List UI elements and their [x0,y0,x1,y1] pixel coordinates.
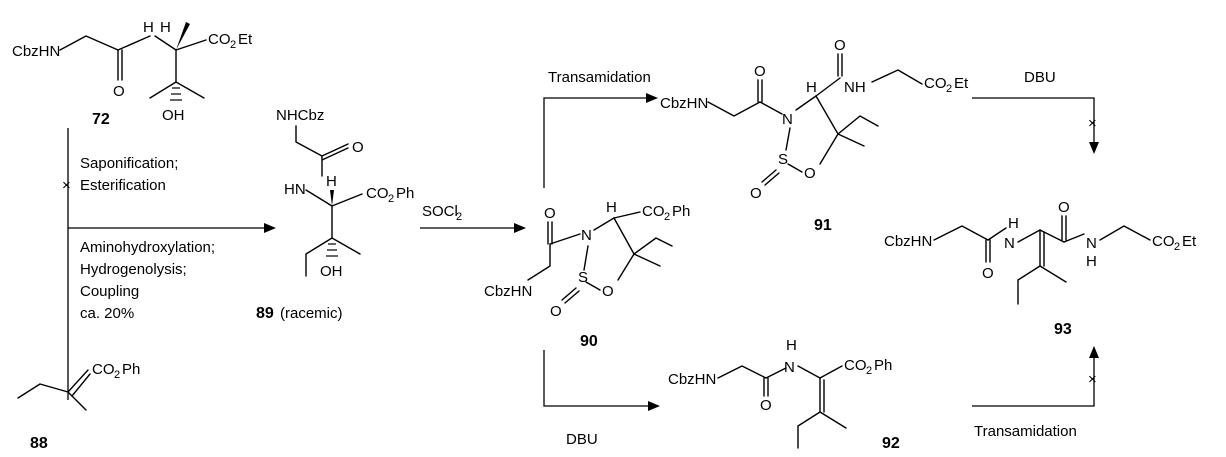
reagent-socl: SOCl [422,203,458,220]
subscript-2: 2 [230,39,236,51]
atom-h: H [806,79,817,96]
atom-cbzhn: CbzHN [668,371,716,388]
atom-h: H [786,337,797,354]
atom-ph: Ph [874,357,892,374]
condition-hydrogenolysis: Hydrogenolysis; [80,261,187,278]
atom-et: Et [1182,233,1197,250]
atom-o: O [352,139,364,156]
condition-coupling: Coupling [80,283,139,300]
atom-o: O [754,63,766,80]
atom-o: O [602,283,614,300]
atom-cbzhn: CbzHN [484,283,532,300]
compound-90: O CbzHN N H CO 2 Ph O S O 90 [484,199,690,350]
atom-cbzhn: CbzHN [660,95,708,112]
atom-co2: CO [844,357,867,374]
compound-88: CO 2 Ph 88 [17,361,140,452]
atom-et: Et [238,31,253,48]
atom-co2: CO [642,203,665,220]
atom-o: O [750,185,762,202]
atom-h: H [160,19,171,36]
reagent-socl-subscript: 2 [456,211,462,223]
compound-label-72: 72 [92,111,110,128]
subscript-2: 2 [946,83,952,95]
atom-oh: OH [162,107,185,124]
atom-co2: CO [924,75,947,92]
atom-o: O [550,303,562,320]
atom-o: O [804,165,816,182]
compound-label-93: 93 [1054,321,1072,338]
atom-n: N [1004,235,1015,252]
atom-o: O [760,397,772,414]
atom-nhcbz: NHCbz [276,107,324,124]
condition-dbu-top: DBU [1024,69,1056,86]
atom-n: N [1086,235,1097,252]
atom-co2: CO [366,185,389,202]
atom-o: O [1058,199,1070,216]
atom-o: O [982,265,994,282]
atom-ph: Ph [396,185,414,202]
atom-h: H [143,19,154,36]
condition-aminohydroxylation: Aminohydroxylation; [80,239,215,256]
atom-hn: HN [284,181,306,198]
condition-saponification: Saponification; [80,155,178,172]
compound-72: CbzHN O H H CO 2 Et OH 72 [12,19,253,128]
condition-transamidation-top: Transamidation [548,69,651,86]
condition-dbu-bottom: DBU [566,431,598,448]
blocked-mark: × [62,177,71,194]
compound-92: CbzHN O H N CO 2 Ph 92 [668,337,900,452]
atom-co2: CO [208,31,231,48]
subscript-2: 2 [1174,241,1180,253]
atom-s: S [578,269,588,286]
atom-h: H [606,199,617,216]
racemic-note: (racemic) [280,305,343,322]
compound-89: NHCbz O HN H CO 2 Ph OH 89 (racemic) [256,107,414,322]
atom-n: N [782,111,793,128]
atom-h: H [326,173,337,190]
atom-s: S [778,151,788,168]
compound-label-92: 92 [882,435,900,452]
blocked-mark: × [1088,115,1097,132]
atom-h: H [1086,253,1097,270]
blocked-mark: × [1088,371,1097,388]
atom-o: O [113,83,125,100]
compound-label-90: 90 [580,333,598,350]
subscript-2: 2 [866,365,872,377]
subscript-2: 2 [664,211,670,223]
compound-label-91: 91 [814,217,832,234]
subscript-2: 2 [388,193,394,205]
compound-93: CbzHN O H N O N H CO 2 Et 93 [884,199,1197,338]
atom-h: H [1008,215,1019,232]
atom-co2: CO [92,361,115,378]
atom-ph: Ph [672,203,690,220]
atom-cbzhn: CbzHN [12,43,60,60]
condition-yield: ca. 20% [80,305,134,322]
atom-o: O [834,37,846,54]
atom-o: O [544,205,556,222]
subscript-2: 2 [114,369,120,381]
atom-ph: Ph [122,361,140,378]
atom-cbzhn: CbzHN [884,233,932,250]
atom-oh: OH [320,263,343,280]
condition-esterification: Esterification [80,177,166,194]
compound-91: CbzHN O N H O NH CO 2 Et O S O 91 [660,37,969,234]
condition-transamidation-bottom: Transamidation [974,423,1077,440]
atom-et: Et [954,75,969,92]
compound-label-88: 88 [30,435,48,452]
atom-co2: CO [1152,233,1175,250]
atom-n: N [581,227,592,244]
compound-label-89: 89 [256,305,274,322]
atom-n: N [784,359,795,376]
atom-nh: NH [844,79,866,96]
